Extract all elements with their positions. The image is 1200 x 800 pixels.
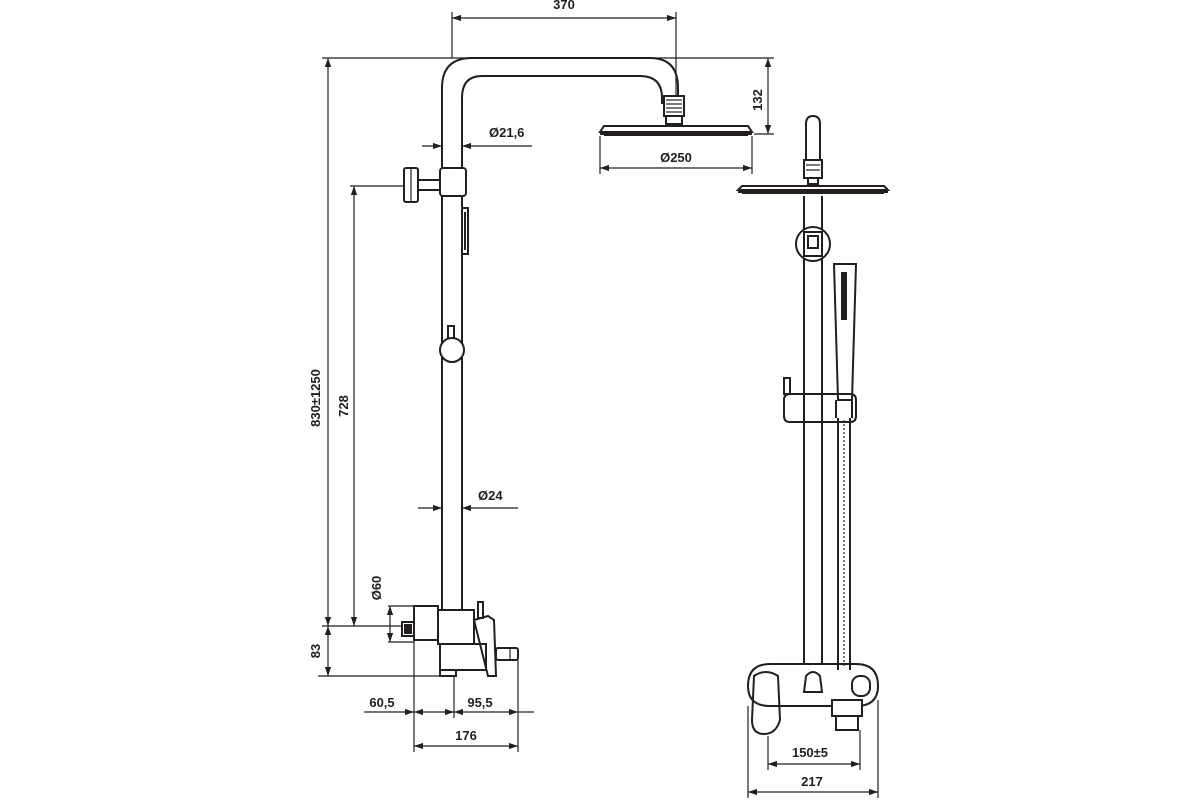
side-view: 370 132 Ø21,6 Ø250 830±1250 xyxy=(308,0,774,752)
shower-head-front xyxy=(735,185,891,194)
wall-bracket xyxy=(403,167,441,203)
dim-mixer-width-label: 217 xyxy=(801,774,823,789)
front-slider xyxy=(783,377,857,423)
dim-pipe-lower-label: Ø24 xyxy=(478,488,503,503)
hose xyxy=(837,418,851,670)
dim-pipe-upper: Ø21,6 xyxy=(422,125,532,150)
dim-mixer-width: 217 xyxy=(747,700,879,798)
dim-total-height-label: 830±1250 xyxy=(308,369,323,427)
front-riser-pipe xyxy=(803,196,823,664)
dim-132: 132 xyxy=(322,57,774,135)
front-top-pipe xyxy=(803,114,823,185)
dim-pipe-lower: Ø24 xyxy=(418,488,518,512)
mixer-body-front xyxy=(746,663,880,736)
dim-head-diameter-label: Ø250 xyxy=(660,150,692,165)
mixer-body-side xyxy=(401,601,519,677)
dim-728: 728 xyxy=(336,185,404,626)
dim-center-distance-label: 150±5 xyxy=(792,745,828,760)
dim-176-label: 176 xyxy=(455,728,477,743)
holder-clamp xyxy=(439,167,467,197)
shower-head-side xyxy=(598,125,754,136)
dim-83-label: 83 xyxy=(308,644,323,658)
dim-370: 370 xyxy=(451,0,677,96)
dim-total-height: 830±1250 xyxy=(308,58,402,627)
head-nozzles xyxy=(604,133,748,136)
dim-head-diameter: Ø250 xyxy=(599,136,753,174)
head-connector xyxy=(663,95,685,125)
dim-mixer-diameter-label: Ø60 xyxy=(369,576,384,601)
hand-shower-front xyxy=(832,263,858,418)
front-view: 150±5 217 xyxy=(735,114,891,798)
dim-605-label: 60,5 xyxy=(369,695,394,710)
front-holder-clamp xyxy=(795,226,831,262)
dim-83: 83 xyxy=(308,626,442,677)
dim-370-label: 370 xyxy=(553,0,575,12)
dim-955-label: 95,5 xyxy=(467,695,492,710)
dim-center-distance: 150±5 xyxy=(767,730,861,770)
hand-shower-side xyxy=(461,207,469,255)
dim-728-label: 728 xyxy=(336,395,351,417)
dim-132-label: 132 xyxy=(750,89,765,111)
dim-pipe-upper-label: Ø21,6 xyxy=(489,125,524,140)
dim-mixer-diameter: Ø60 xyxy=(369,576,414,643)
slider-knob xyxy=(439,325,465,363)
riser-pipe xyxy=(441,57,679,640)
dim-176: 176 xyxy=(414,728,518,750)
dim-depth-row: 60,5 95,5 xyxy=(364,640,534,752)
